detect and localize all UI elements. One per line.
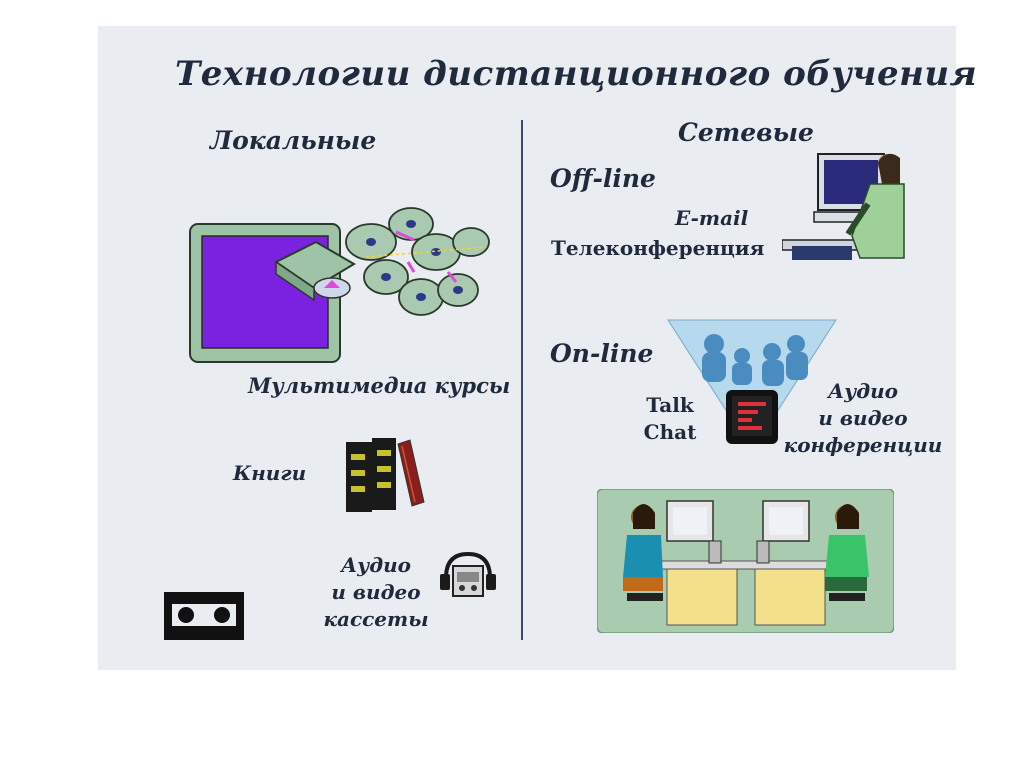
slide-title: Технологии дистанционного обучения xyxy=(175,54,978,94)
audio-player-icon xyxy=(440,551,496,597)
conference-people-panel xyxy=(597,489,894,633)
audio-video-cassettes-label: Аудио и видео кассеты xyxy=(323,553,429,631)
video-cassette-icon xyxy=(164,592,244,640)
person-at-computer-icon xyxy=(782,153,905,260)
local-heading: Локальные xyxy=(210,126,377,155)
books-label: Книги xyxy=(233,461,307,485)
audio-video-conferences-label: Аудио и видео конференции xyxy=(783,379,943,457)
books-icon xyxy=(346,438,425,512)
multimedia-courses-label: Мультимедиа курсы xyxy=(248,373,511,398)
multimedia-computer-icon xyxy=(189,207,490,363)
talk-chat-label: Talk Chat xyxy=(643,393,697,444)
teleconference-label: Телеконференция xyxy=(551,236,765,260)
slide: Технологии дистанционного обучения Локал… xyxy=(98,26,977,670)
network-heading: Сетевые xyxy=(678,118,814,147)
email-label: E-mail xyxy=(675,206,749,230)
online-heading: On-line xyxy=(550,339,654,368)
offline-heading: Off-line xyxy=(550,164,656,193)
column-divider xyxy=(521,120,523,640)
video-conference-icon xyxy=(667,319,837,444)
